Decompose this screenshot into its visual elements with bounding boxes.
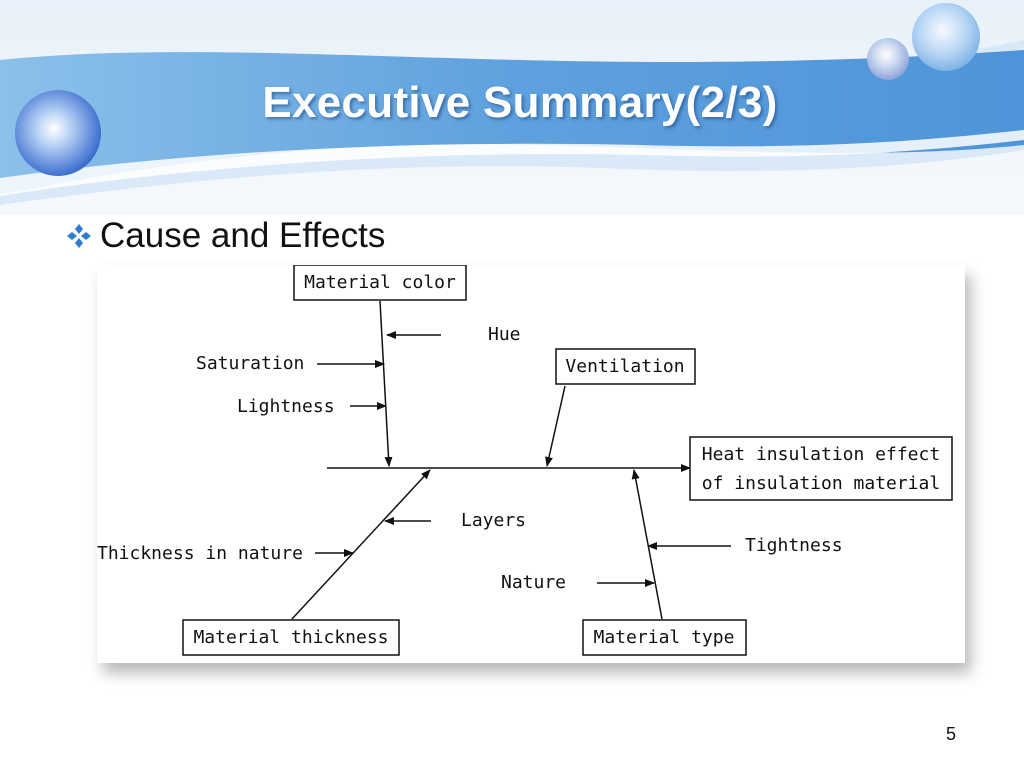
bullet-text: Cause and Effects (100, 216, 386, 255)
box-material-thickness (182, 619, 400, 656)
label-effect-line-2: of insulation material (702, 473, 940, 494)
bone-ventilation (545, 385, 566, 467)
label-effect-line-1: Heat insulation effect (702, 444, 940, 465)
box-effect (689, 436, 953, 501)
page-number: 5 (946, 724, 957, 744)
label-material-type: Material type (594, 627, 735, 648)
label-hue: Hue (488, 324, 521, 345)
label-thickness-in-nature: Thickness in nature (97, 543, 303, 564)
label-lightness: Lightness (237, 396, 335, 417)
bone-material-color (379, 300, 393, 467)
label-layers: Layers (461, 510, 526, 531)
bone-material-type (631, 469, 663, 620)
label-tightness: Tightness (745, 535, 843, 556)
box-material-color (293, 264, 467, 301)
label-saturation: Saturation (196, 353, 304, 374)
box-material-type (582, 619, 747, 656)
box-ventilation (555, 348, 696, 385)
diamond-bullet-icon (67, 224, 91, 248)
bullet-item: Cause and Effects (64, 214, 385, 258)
fishbone-svg: Material color Ventilation Heat insulati… (97, 264, 953, 656)
label-ventilation: Ventilation (565, 356, 684, 377)
label-nature: Nature (501, 572, 566, 593)
slide-title: Executive Summary(2/3) (262, 78, 778, 127)
header-banner (0, 0, 1024, 215)
cause-effect-diagram: Material color Ventilation Heat insulati… (97, 264, 955, 658)
bone-material-thickness (291, 469, 431, 620)
label-material-color: Material color (304, 272, 456, 293)
label-material-thickness: Material thickness (193, 627, 388, 648)
